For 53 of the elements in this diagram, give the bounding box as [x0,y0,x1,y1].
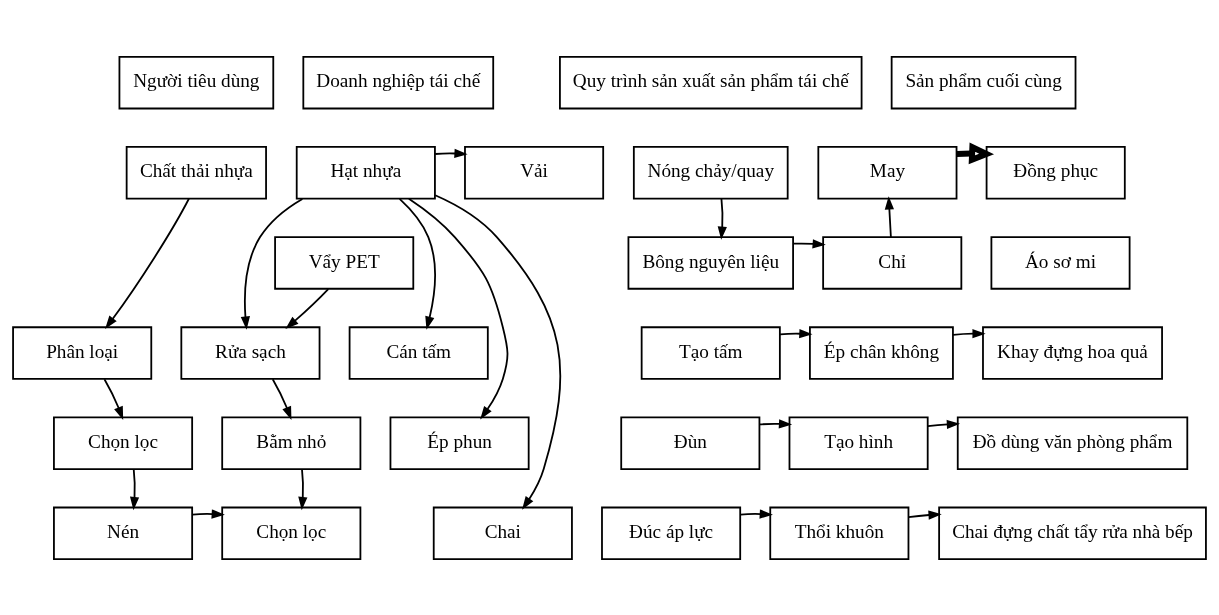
node-box: Cán tấm [348,325,489,380]
arrow [758,418,793,428]
node-box: Tạo tấm [640,325,781,380]
arrow [103,377,124,420]
arrow [792,238,826,248]
node-box: Doanh nghiệp tái chế [302,55,495,109]
arrow [129,467,140,510]
arrow [907,509,942,520]
node-box: Sản phẩm cuối cùng [890,55,1077,109]
node-box: Chai [432,506,573,560]
node-box: Hạt nhựa [295,145,436,200]
node-box: Đúc áp lực [601,506,742,560]
arrow [884,195,894,238]
node-box: Quy trình sản xuất sản phẩm tái chế [559,55,863,109]
arrow [271,377,292,420]
node-box: Nóng chảy/quay [632,145,789,200]
node-box: Tạo hình [788,415,929,470]
arrow [408,197,509,419]
node-box: Người tiêu dùng [118,55,275,109]
node-box: Phân loại [12,325,153,380]
node-box: Đồ dùng văn phòng phẩm [956,415,1189,470]
node-box: Bằm nhỏ [221,415,362,470]
arrow [398,197,436,330]
node-box: Chất thải nhựa [125,145,267,200]
node-box: Đùn [620,415,761,470]
arrow [298,467,308,510]
node-box: Khay đựng hoa quả [982,325,1163,380]
node-box: Bông nguyên liệu [627,235,794,290]
arrow [191,508,225,519]
node-box: Ép chân không [809,325,954,380]
node-box: Ép phun [389,415,530,470]
arrow [717,197,727,240]
node-box: Chọn lọc [221,506,362,560]
node-box: Vải [464,145,605,200]
arrow [240,197,304,330]
node-box: Chỉ [822,235,963,290]
arrow [285,287,330,329]
node-box: Thổi khuôn [769,506,910,560]
node-box: Nén [53,506,194,560]
arrow [739,508,773,519]
arrow [105,197,190,329]
node-box: May [817,145,958,200]
node-box: Chai đựng chất tẩy rửa nhà bếp [938,506,1207,560]
arrow [779,328,813,338]
arrow [434,148,468,158]
node-box: Vẩy PET [274,235,415,290]
node-box: Rửa sạch [180,325,321,380]
arrow [434,193,562,510]
arrow [952,328,986,338]
node-box: Áo sơ mi [990,235,1131,290]
node-box: Đồng phục [985,145,1126,200]
node-box: Chọn lọc [53,415,194,470]
arrow [927,419,961,429]
